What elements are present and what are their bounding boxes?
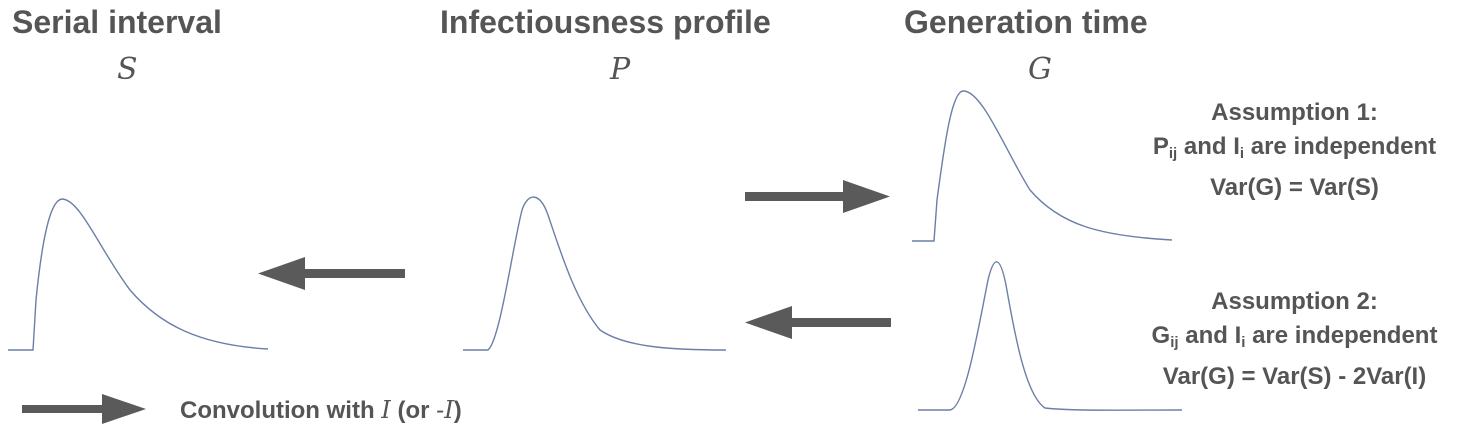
generation-time-title: Generation time [904, 4, 1148, 40]
legend-arrow-icon [22, 394, 146, 424]
infectiousness-profile-curve [463, 196, 727, 351]
serial-interval-symbol: S [117, 52, 138, 87]
assumption-1-statement: Pij and Ii are independent [1152, 133, 1437, 162]
legend-label: Convolution with I (or -I) [180, 396, 462, 424]
assumption-1-equation: Var(G) = Var(S) [1210, 174, 1379, 201]
arrow-to-generation-time [745, 180, 890, 213]
assumption-2-block: Assumption 2: Gij and Ii are independent… [1112, 285, 1477, 394]
assumption-1-title: Assumption 1: [1211, 99, 1378, 126]
assumption-2-title: Assumption 2: [1211, 288, 1378, 315]
assumption-1-block: Assumption 1: Pij and Ii are independent… [1112, 96, 1477, 205]
infectiousness-profile-symbol: P [610, 52, 631, 87]
serial-interval-title: Serial interval [12, 4, 222, 40]
arrow-to-infectiousness-profile [745, 306, 891, 339]
generation-time-symbol: G [1028, 52, 1052, 87]
generation-time-curve-2 [918, 261, 1183, 411]
serial-interval-curve [8, 198, 269, 351]
arrow-to-serial-interval [258, 257, 405, 290]
assumption-2-statement: Gij and Ii are independent [1151, 322, 1438, 351]
assumption-2-equation: Var(G) = Var(S) - 2Var(I) [1162, 363, 1427, 390]
infectiousness-profile-title: Infectiousness profile [440, 4, 771, 40]
generation-time-curve-1 [912, 90, 1173, 242]
